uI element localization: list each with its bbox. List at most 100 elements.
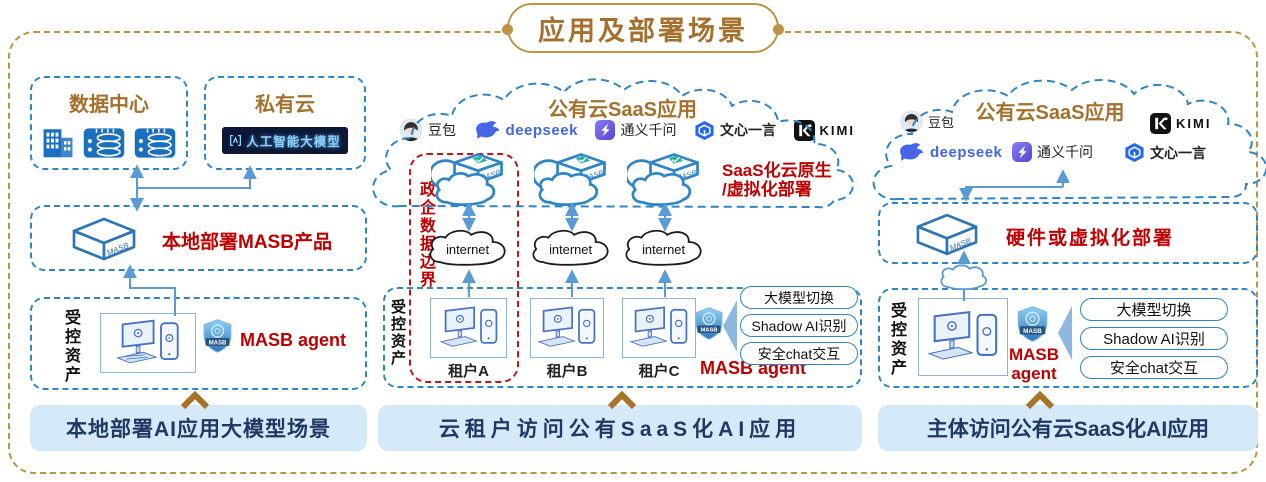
kimi-icon: [793, 119, 815, 141]
internet-cloud-icon: internet: [429, 229, 506, 266]
wenxin-label: 文心一言: [719, 122, 776, 138]
local-deploy-label: 本地部署MASB产品: [162, 232, 332, 253]
masb-saas-cloud-icon: MASB: [431, 153, 503, 206]
right-cloud-title: 公有云SaaS应用: [975, 102, 1125, 124]
shield-masb-label: MASB: [700, 328, 717, 334]
masb-shield-icon: MASB: [203, 319, 232, 353]
endpoint-devices-icon: [927, 310, 998, 360]
deepseek-label: deepseek: [930, 143, 1003, 161]
logo-qwen: 通义千问: [1012, 142, 1093, 162]
deepseek-label: deepseek: [505, 121, 578, 139]
logo-kimi: KIMI: [793, 119, 855, 141]
masb-agent-line2: agent: [1011, 364, 1057, 383]
wenxin-icon: [1125, 142, 1144, 163]
logo-doubao: 豆包: [900, 110, 954, 133]
logo-doubao: 豆包: [399, 118, 456, 142]
capability-pill: 大模型切换: [740, 286, 858, 309]
controlled-assets-label: 受控资产: [888, 302, 905, 378]
qwen-icon: [1012, 142, 1032, 162]
ai-model-badge: 人工智能大模型: [222, 127, 348, 154]
data-center-icons: [32, 125, 186, 159]
logo-qwen: 通义千问: [595, 120, 676, 140]
masb-agent-line1: MASB: [1008, 345, 1060, 364]
deepseek-whale-icon: [475, 121, 499, 139]
middle-assets-box: 受控资产: [383, 287, 862, 388]
masb-saas-cloud-icon: MASB: [627, 153, 699, 206]
middle-scenario-caption: 云租户访问公有SaaS化AI应用: [378, 405, 862, 451]
kimi-icon: [1150, 113, 1171, 134]
controlled-assets-label: 受控资产: [389, 299, 406, 367]
saas-deploy-line1: SaaS化云原生: [722, 161, 832, 180]
right-assets-box: 受控资产: [878, 288, 1258, 388]
qwen-icon: [595, 120, 616, 140]
endpoint-devices-icon: [537, 306, 596, 347]
masb-shield-icon: MASB: [1017, 306, 1048, 342]
server-storage-icon: [83, 128, 125, 158]
doubao-icon: [399, 118, 423, 142]
tenant-a-devices: [430, 298, 507, 358]
capability-pill: 安全chat交互: [740, 342, 858, 365]
masb-appliance-icon: MASB: [72, 217, 136, 261]
tenant-a-label: 租户A: [448, 363, 489, 380]
capability-pill: Shadow AI识别: [740, 314, 858, 337]
data-center-title: 数据中心: [69, 94, 149, 116]
masb-agent-label: MASB agent: [240, 330, 347, 350]
logo-wenxin: 文心一言: [1124, 142, 1206, 163]
internet-label: internet: [446, 242, 489, 257]
kimi-label: KIMI: [819, 122, 855, 138]
page-title: 应用及部署场景: [538, 15, 748, 46]
capability-pill: Shadow AI识别: [1080, 327, 1228, 350]
middle-logo-row: 豆包 deepseek 通义千问 文心一言 KIMI: [399, 118, 855, 142]
masb-agent-label: MASB agent: [1008, 345, 1060, 383]
logo-wenxin: 文心一言: [694, 120, 776, 141]
right-scenario-caption: 主体访问公有云SaaS化AI应用: [878, 405, 1258, 451]
server-storage-icon: [134, 128, 176, 158]
ai-model-badge-text: 人工智能大模型: [246, 135, 341, 149]
device-frame: [100, 313, 196, 373]
tenant-b-label: 租户B: [546, 363, 588, 380]
masb-saas-cloud-icon: MASB: [534, 153, 606, 206]
data-center-box: 数据中心: [30, 76, 188, 170]
logo-deepseek: deepseek: [898, 142, 1002, 162]
device-frame: [918, 298, 1008, 376]
left-chevron-icon: [1058, 306, 1072, 360]
controlled-assets-label: 受控资产: [62, 309, 79, 385]
internet-label: internet: [642, 242, 685, 257]
left-chevron-icon: [723, 300, 737, 352]
left-assets-box: 受控资产 MASB MASB agent: [30, 297, 367, 390]
shield-masb-label: MASB: [209, 340, 227, 346]
tenant-c-label: 租户C: [638, 363, 680, 380]
building-icon: [43, 129, 73, 158]
masb-shield-icon: MASB: [695, 307, 723, 340]
saas-deploy-note: SaaS化云原生 /虚拟化部署: [722, 161, 832, 199]
tenant-c-devices: [622, 298, 696, 358]
tenant-b-devices: [530, 298, 604, 358]
private-cloud-title: 私有云: [255, 94, 315, 116]
left-dot-icon: [502, 24, 513, 35]
ai-model-logo-icon: [230, 134, 242, 147]
qwen-label: 通义千问: [1037, 144, 1093, 160]
left-scenario-caption: 本地部署AI应用大模型场景: [30, 405, 367, 451]
qwen-label: 通义千问: [620, 122, 677, 138]
endpoint-devices-icon: [629, 306, 688, 347]
saas-deploy-line2: /虚拟化部署: [722, 180, 812, 199]
shield-masb-label: MASB: [1023, 328, 1042, 335]
wenxin-icon: [695, 120, 714, 140]
logo-kimi: KIMI: [1150, 113, 1211, 134]
right-dot-icon: [773, 24, 784, 35]
local-masb-box: MASB 本地部署MASB产品: [30, 205, 367, 271]
doubao-icon: [900, 110, 923, 133]
endpoint-devices-icon: [116, 319, 179, 364]
doubao-label: 豆包: [928, 115, 955, 130]
doubao-label: 豆包: [428, 122, 456, 138]
diagram-title-pill: 应用及部署场景: [502, 3, 784, 53]
wenxin-label: 文心一言: [1150, 144, 1206, 161]
internet-label: internet: [549, 242, 592, 257]
right-deploy-box: MASB 硬件或虚拟化部署: [878, 202, 1258, 264]
endpoint-devices-icon: [439, 306, 497, 347]
capability-pill: 大模型切换: [1080, 298, 1228, 321]
deepseek-whale-icon: [900, 143, 924, 161]
hardware-deploy-label: 硬件或虚拟化部署: [1006, 228, 1175, 249]
kimi-label: KIMI: [1176, 116, 1212, 131]
